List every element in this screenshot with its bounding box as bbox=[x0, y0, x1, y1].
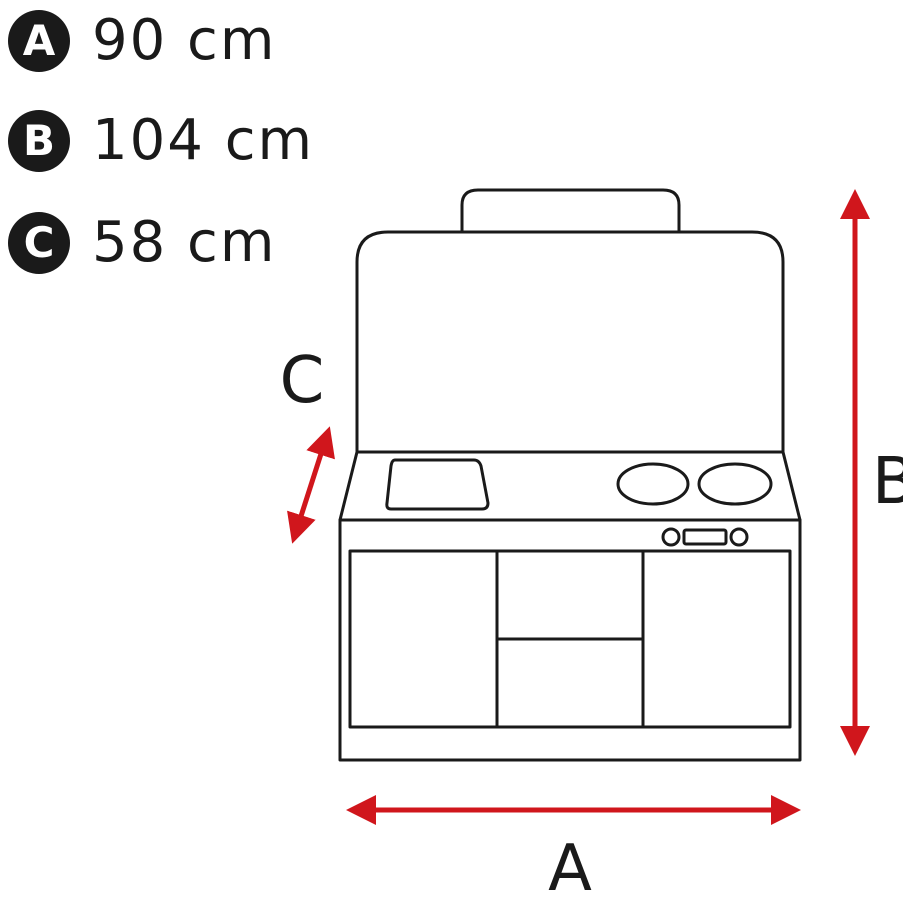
badge-c: C bbox=[8, 212, 70, 274]
dimension-label-c: C bbox=[280, 344, 325, 418]
backsplash-handle bbox=[460, 188, 681, 234]
burner-left bbox=[616, 462, 690, 506]
dimension-arrow-c bbox=[287, 426, 335, 544]
badge-b: B bbox=[8, 110, 70, 172]
legend-value-a: 90 cm bbox=[92, 8, 277, 73]
dimension-label-a: A bbox=[548, 832, 592, 898]
burner-right bbox=[697, 462, 773, 506]
legend-value-b: 104 cm bbox=[92, 108, 315, 173]
badge-a: A bbox=[8, 10, 70, 72]
control-display bbox=[682, 528, 728, 546]
backsplash-panel bbox=[355, 230, 785, 454]
badge-letter: A bbox=[22, 16, 56, 65]
control-knob-left bbox=[661, 527, 681, 547]
legend-item-c: C 58 cm bbox=[8, 212, 276, 274]
sink bbox=[385, 458, 490, 511]
legend-item-b: B 104 cm bbox=[8, 110, 314, 172]
badge-letter: C bbox=[23, 218, 55, 267]
legend-item-a: A 90 cm bbox=[8, 10, 276, 72]
dimension-label-b: B bbox=[872, 445, 903, 519]
badge-letter: B bbox=[22, 116, 55, 165]
control-knob-right bbox=[729, 527, 749, 547]
legend-value-c: 58 cm bbox=[92, 210, 277, 275]
